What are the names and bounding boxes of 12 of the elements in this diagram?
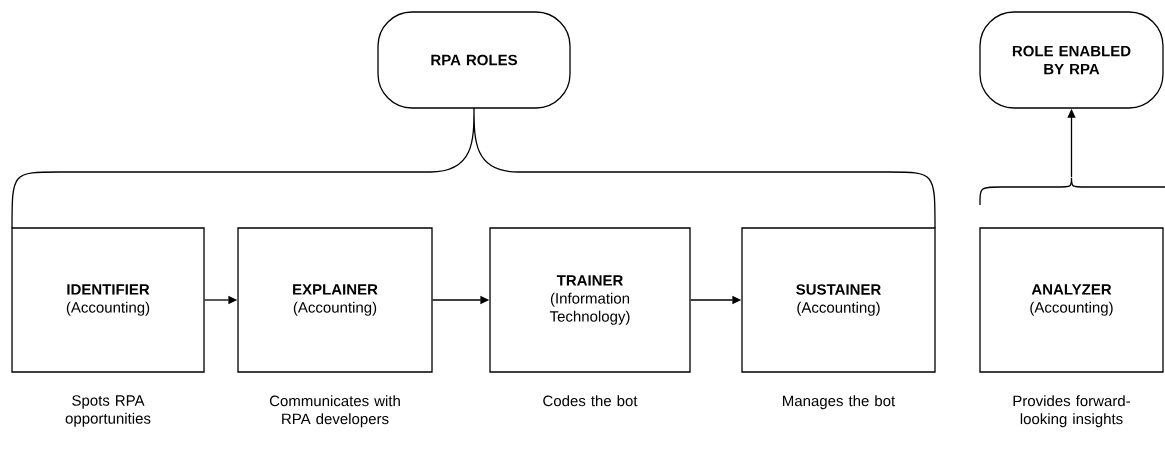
description-text: Communicates with RPA developers: [269, 395, 400, 428]
role-box: IDENTIFIER (Accounting): [11, 227, 205, 373]
role-group-box: RPA ROLES: [377, 11, 571, 109]
description-text: Manages the bot: [783, 395, 896, 410]
description-text: Codes the bot: [543, 395, 638, 407]
role-box: TRAINER (Information Technology): [489, 227, 691, 373]
role-box: SUSTAINER (Accounting): [741, 227, 936, 373]
description-text: Provides forward-looking insights: [1013, 395, 1130, 428]
role-group-box: ROLE ENABLED BY RPA: [979, 11, 1164, 109]
description-text: Spots RPA opportunities: [65, 395, 151, 427]
role-box: EXPLAINER (Accounting): [237, 227, 433, 373]
role-box: ANALYZER (Accounting): [979, 227, 1164, 373]
